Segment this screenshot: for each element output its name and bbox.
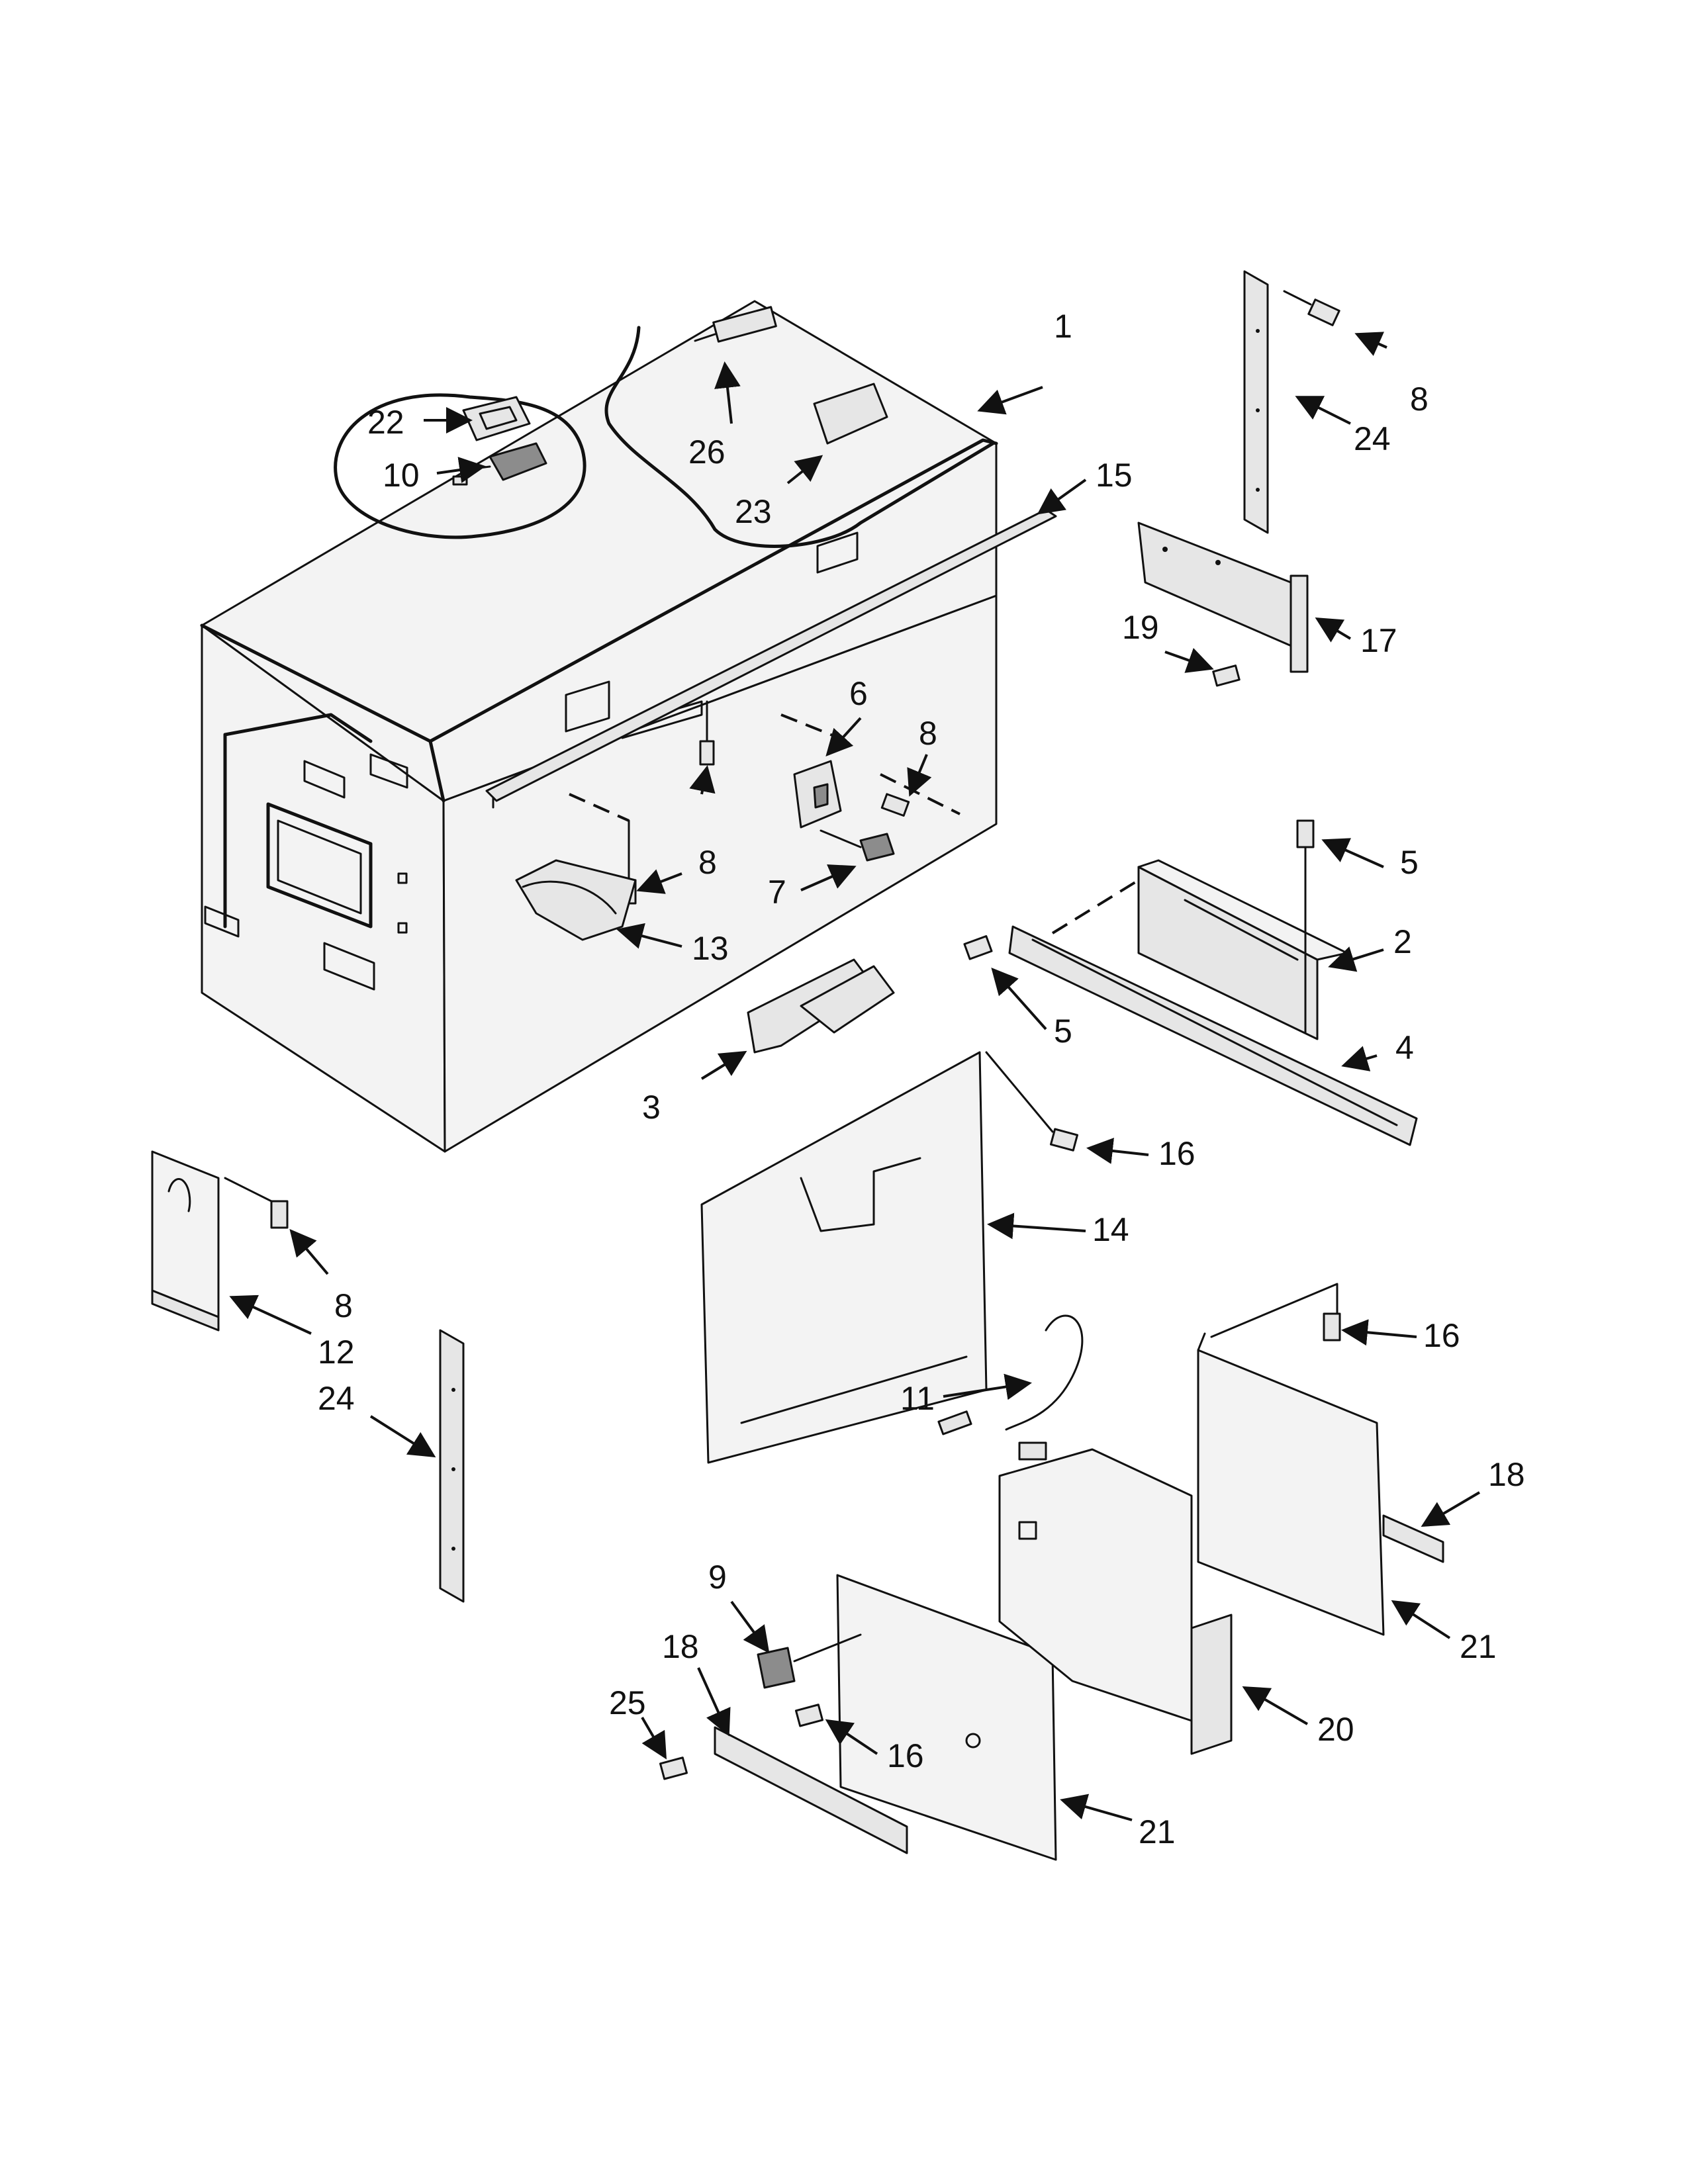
callout-5-left: 5 (1054, 1013, 1072, 1050)
callout-8-lower-left: 8 (334, 1287, 353, 1324)
front-window-inner (277, 819, 362, 915)
part-20-control-box (998, 1448, 1233, 1755)
screw-25 (659, 1756, 688, 1780)
part-11-wire-harness (937, 1314, 1084, 1461)
screw-19 (1212, 664, 1241, 687)
callout-8-cabinet: 8 (698, 844, 717, 881)
callout-15: 15 (1096, 457, 1133, 494)
part-7-switch (820, 829, 895, 862)
callout-20: 20 (1317, 1711, 1354, 1748)
part-21-right-panel (1197, 1332, 1385, 1636)
part-15-rail (485, 508, 1057, 809)
callout-21-left: 21 (1139, 1813, 1176, 1850)
screw-5-left (963, 935, 993, 960)
cabinet-label-2 (816, 531, 859, 574)
callout-2: 2 (1393, 923, 1412, 960)
callout-8-switch: 8 (919, 715, 937, 752)
front-label-c (204, 905, 240, 938)
callouts: 1 2 3 4 5 5 6 7 8 8 8 8 9 10 11 12 13 14… (318, 308, 1525, 1850)
callout-9: 9 (708, 1559, 727, 1596)
part-17-bracket (1137, 522, 1309, 673)
callout-10: 10 (383, 457, 420, 494)
callout-24-left: 24 (318, 1380, 355, 1417)
callout-1: 1 (1054, 308, 1072, 345)
part-3-handle (747, 958, 895, 1054)
front-label-d (323, 942, 375, 991)
callout-8-upper-right: 8 (1410, 381, 1429, 418)
part-22-pad (462, 396, 531, 441)
part-26-wire-connector (694, 306, 777, 343)
callout-26: 26 (688, 433, 726, 471)
callout-18-right: 18 (1488, 1456, 1525, 1493)
callout-16-panel: 16 (1158, 1135, 1196, 1172)
screw-8-top (699, 700, 715, 766)
callout-24-right: 24 (1354, 420, 1391, 457)
front-label-a (303, 760, 346, 799)
screw-8-switch (880, 793, 910, 817)
cabinet-top-edge (428, 438, 998, 803)
part-4-slide (1008, 925, 1418, 1146)
part-6-switch-box (793, 760, 842, 829)
leader-lines (229, 332, 1481, 1821)
part-24-right-bracket (1243, 270, 1269, 534)
callout-13: 13 (692, 930, 729, 967)
part-24-left-bracket (439, 1329, 465, 1603)
callout-17: 17 (1360, 622, 1397, 659)
cabinet-top-face (201, 300, 998, 802)
cabinet-label-1 (565, 680, 610, 733)
callout-21-right: 21 (1460, 1628, 1497, 1665)
callout-19: 19 (1122, 609, 1159, 646)
part-18-right-slide (1382, 1514, 1444, 1563)
callout-11: 11 (900, 1380, 935, 1417)
callout-3: 3 (642, 1089, 661, 1126)
front-label-b (369, 753, 408, 789)
part-21-left-panel (836, 1574, 1057, 1861)
callout-12: 12 (318, 1334, 355, 1371)
callout-25: 25 (609, 1684, 646, 1721)
part-18-left-slide (714, 1726, 908, 1854)
front-hole-2 (397, 922, 408, 934)
part-14-panel (700, 1051, 988, 1464)
callout-23: 23 (735, 493, 772, 530)
screw-16-right-panel (1210, 1283, 1341, 1342)
callout-22: 22 (367, 404, 404, 441)
screw-16-left-panel (794, 1704, 823, 1727)
callout-16-right: 16 (1423, 1317, 1460, 1354)
callout-4: 4 (1395, 1029, 1414, 1066)
callout-5-top: 5 (1400, 844, 1419, 881)
callout-14: 14 (1092, 1211, 1129, 1248)
part-23-cover (813, 383, 888, 445)
front-panel-outline (223, 713, 373, 929)
callout-18-left: 18 (662, 1628, 699, 1665)
screw-5-top (1296, 819, 1315, 1034)
control-cutaway (334, 393, 586, 539)
callout-6: 6 (849, 675, 868, 712)
screw-8-lower-left (224, 1177, 289, 1229)
callout-16-left: 16 (887, 1737, 924, 1774)
front-window (266, 802, 373, 929)
callout-7: 7 (768, 874, 786, 911)
part-12-bracket (151, 1150, 220, 1332)
top-cutaway (604, 326, 995, 548)
screw-8-upper-right (1283, 290, 1340, 326)
screw-16-panel (985, 1051, 1078, 1152)
cabinet-part (200, 300, 998, 1153)
front-hole-1 (397, 872, 408, 884)
part-9-switch (757, 1633, 862, 1689)
